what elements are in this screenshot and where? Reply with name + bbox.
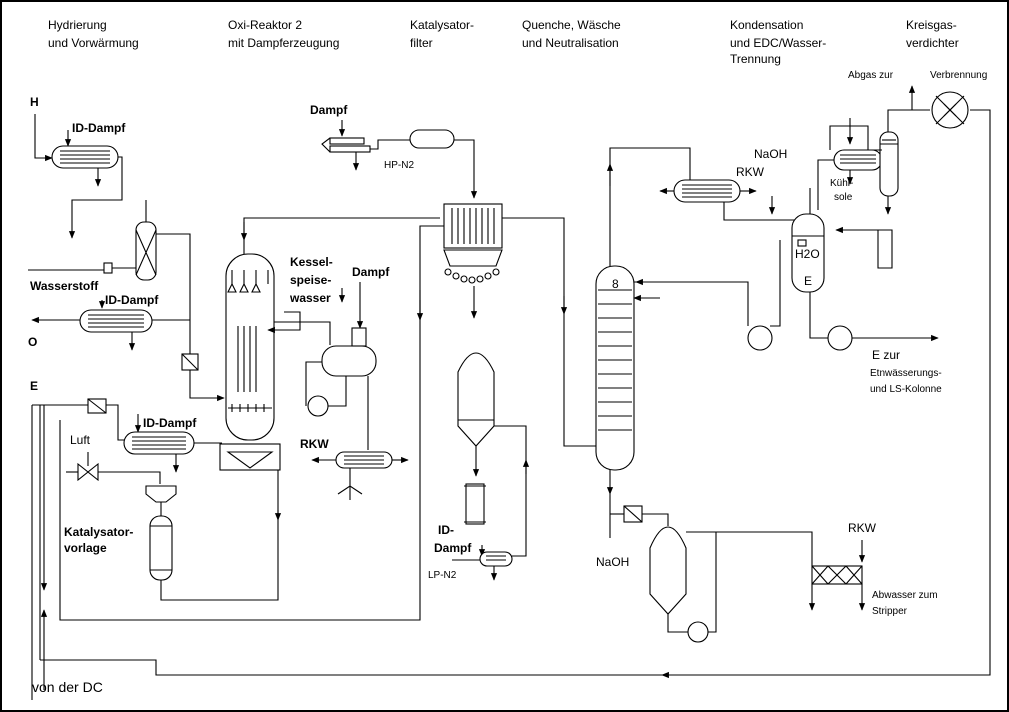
luft-valve [77,462,99,482]
label-wasserstoff: Wasserstoff [30,279,99,293]
heat-exchanger-1 [51,145,119,169]
label-luft: Luft [70,433,91,447]
gas-cooler [879,131,899,197]
header-oxi-1: Oxi-Reaktor 2 [228,18,302,32]
pump-separator [687,621,709,643]
header-kreisgas-2: verdichter [906,36,959,50]
heat-exchanger-3 [123,431,195,455]
label-id-dampf-2: ID-Dampf [105,293,159,307]
label-h: H [30,95,39,109]
label-id-dampf-1: ID-Dampf [72,121,126,135]
pump-kessel [307,395,329,417]
label-id-dampf-3: ID-Dampf [143,416,197,430]
filter-vessel [457,352,495,447]
label-abwasser-2: Stripper [872,606,908,617]
label-dampf-mid: Dampf [352,265,390,279]
quench-column [595,265,635,471]
hydrier-reactor [135,221,157,281]
label-col-num: 8 [612,277,619,291]
header-hydrierung-1: Hydrierung [48,18,107,32]
abwasser-exchanger [811,565,863,585]
header-quench-1: Quenche, Wäsche [522,18,621,32]
steam-drum [321,327,377,377]
header-filter-1: Katalysator- [410,18,474,32]
feeder [145,485,177,503]
katalysator-filter [443,203,503,284]
mixer [103,262,113,274]
label-e: E [30,379,38,393]
label-lp-n2: LP-N2 [428,570,457,581]
heat-exchanger-rkw-1 [335,451,393,469]
label-rkw-2: RKW [736,165,765,179]
label-dampf-top: Dampf [310,103,348,117]
heat-exchanger-kuehl [833,149,883,171]
separator-vessel [649,526,687,615]
label-kessel-2: speise- [290,273,331,287]
label-e-zur-3: und LS-Kolonne [870,384,942,395]
label-verbrennung: Verbrennung [930,70,987,81]
label-o: O [28,335,37,349]
label-id-dampf-4a: ID- [438,523,454,537]
header-kond-3: Trennung [730,52,781,66]
header-kreisgas-1: Kreisgas- [906,18,957,32]
label-e-zur-1: E zur [872,348,900,362]
label-naoh-1: NaOH [754,147,787,161]
pump-h2o [747,325,773,351]
label-von-der-dc: von der DC [32,679,103,695]
header-hydrierung-2: und Vorwärmung [48,36,139,50]
label-naoh-2: NaOH [596,555,629,569]
label-abwasser-1: Abwasser zum [872,590,938,601]
label-katalysator-2: vorlage [64,541,107,555]
hp-heater [321,137,371,153]
label-id-dampf-4b: Dampf [434,541,472,555]
oxi-reactor [219,253,281,471]
header-kond-1: Kondensation [730,18,803,32]
label-e-zur-2: Etnwässerungs- [870,368,942,379]
heat-exchanger-lp [479,551,513,567]
label-abgas: Abgas zur [848,70,894,81]
kreisgas-compressor [931,91,969,129]
pump-edc [827,325,853,351]
label-kessel-3: wasser [289,291,331,305]
label-kessel-1: Kessel- [290,255,333,269]
label-h2o: H2O [795,247,820,261]
header-quench-2: und Neutralisation [522,36,619,50]
label-katalysator-1: Katalysator- [64,525,133,539]
hp-vessel [409,129,455,149]
label-hp-n2: HP-N2 [384,160,414,171]
heat-exchanger-kond [673,179,741,203]
heat-exchanger-2 [79,309,153,333]
header-oxi-2: mit Dampferzeugung [228,36,339,50]
label-kuehl-2: sole [834,192,853,203]
header-kond-2: und EDC/Wasser- [730,36,826,50]
filter-column [465,483,485,525]
label-rkw-3: RKW [848,521,877,535]
label-e-sep: E [804,274,812,288]
edc-separator [791,213,825,293]
label-kuehl-1: Kühl- [830,178,853,189]
header-filter-2: filter [410,36,433,50]
label-rkw-1: RKW [300,437,329,451]
